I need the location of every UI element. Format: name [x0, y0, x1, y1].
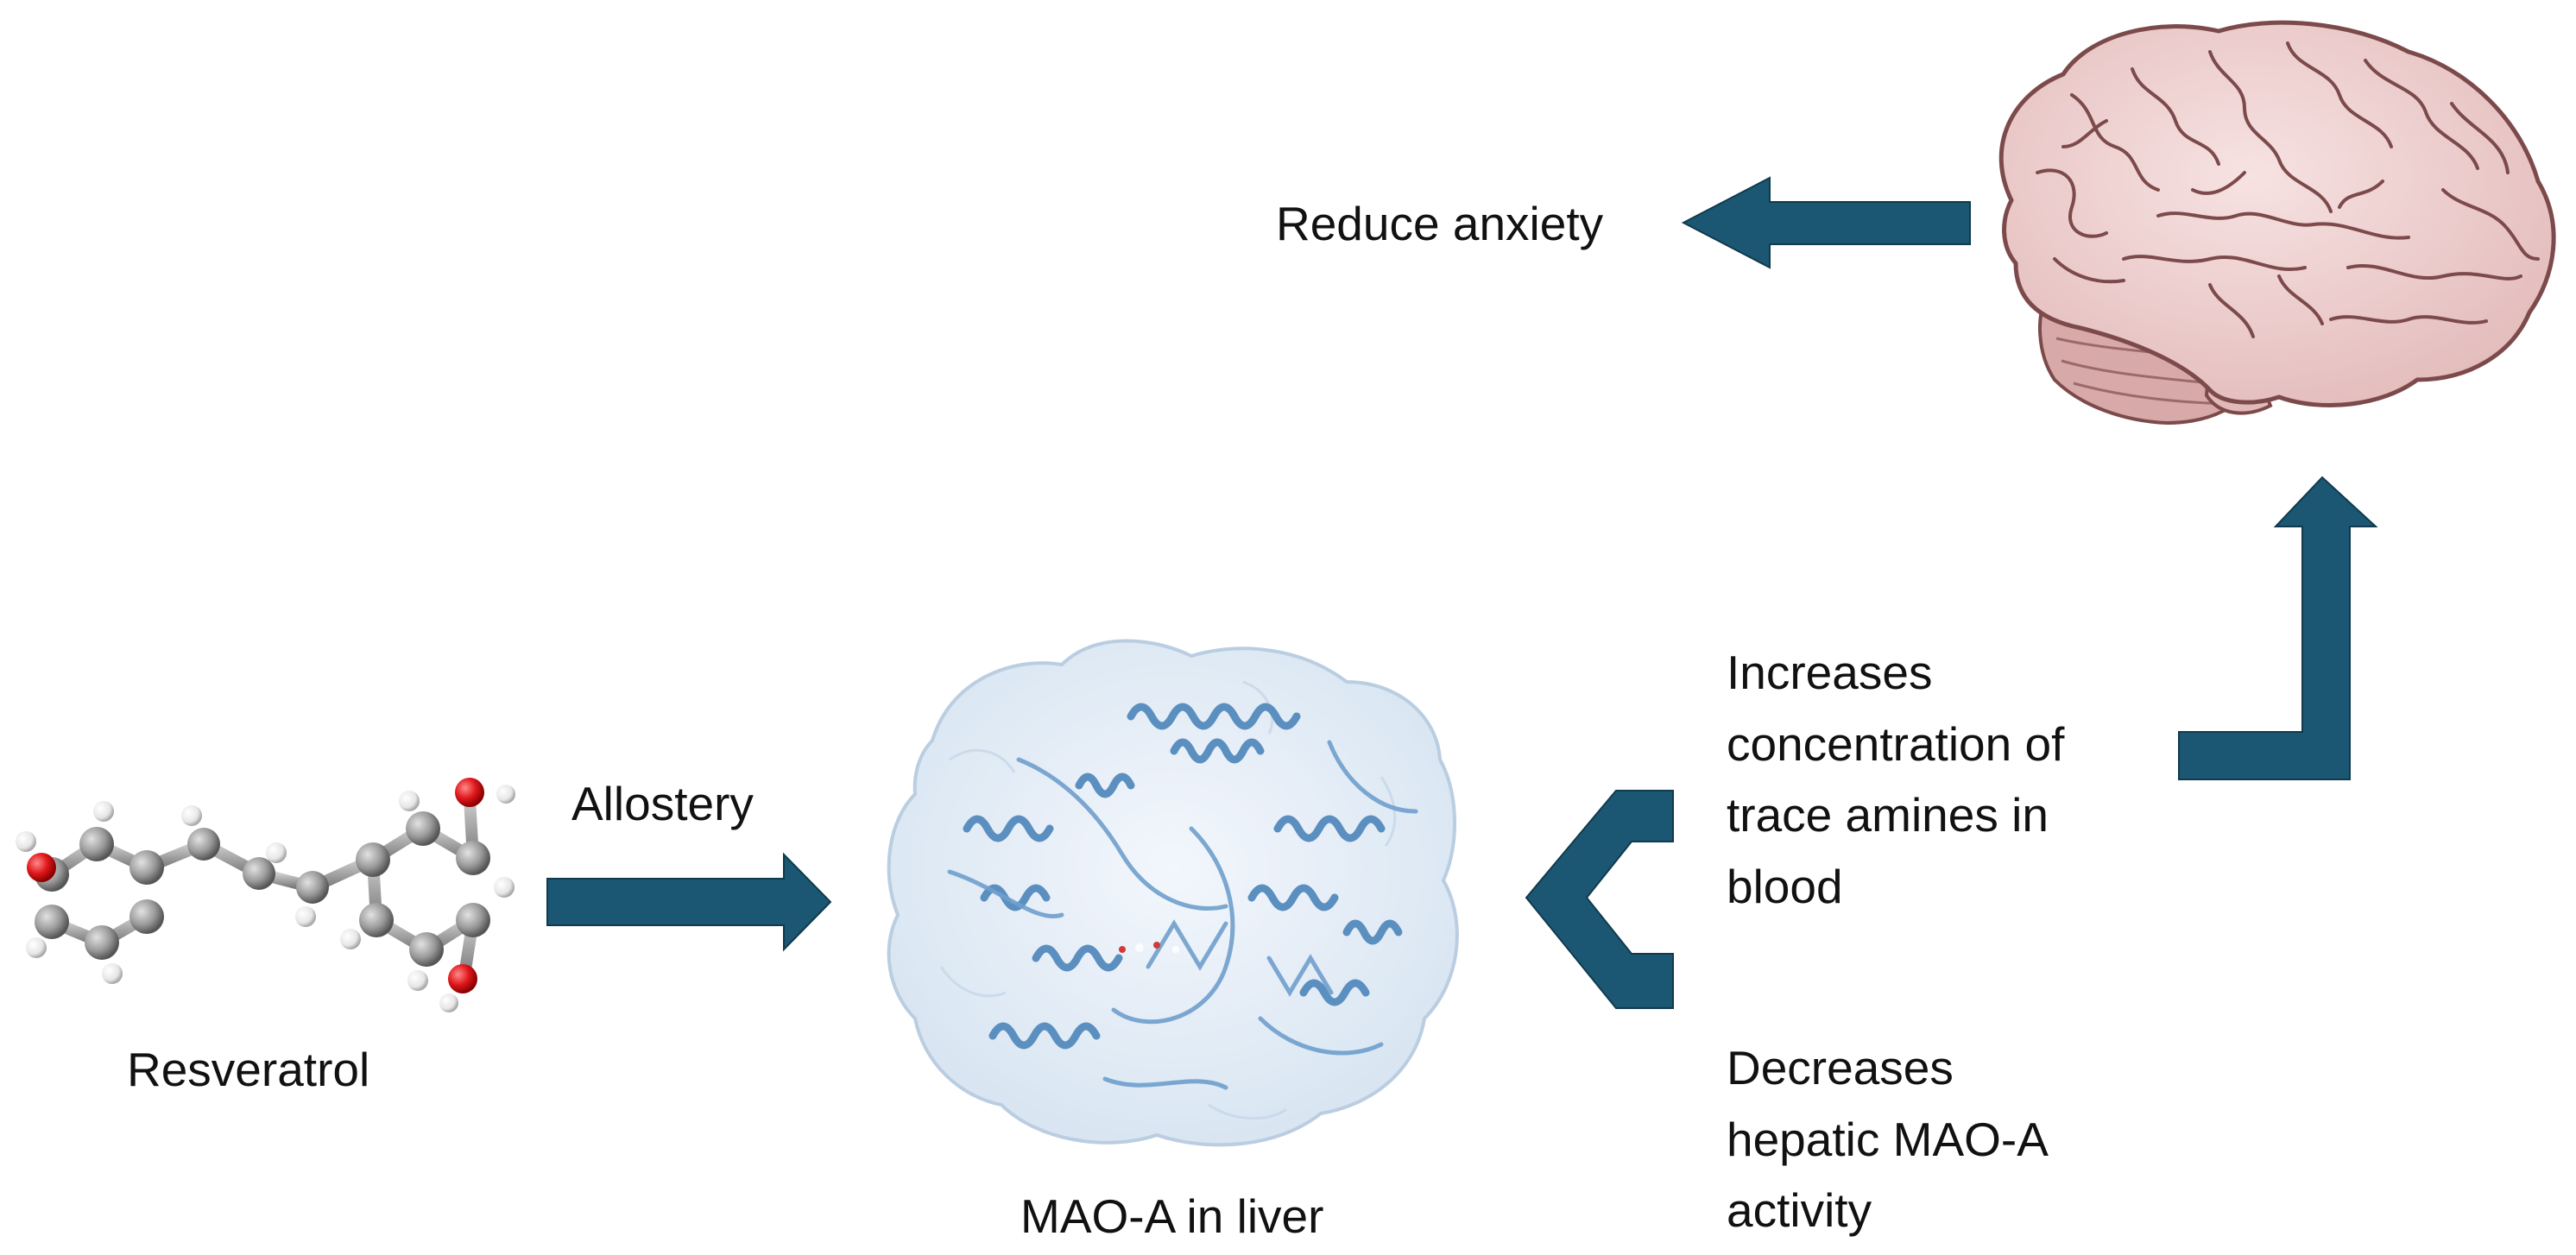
increases-trace-amines-label: Increases concentration of trace amines …: [1727, 637, 2064, 922]
brain-icon: [1998, 20, 2556, 426]
mao-a-liver-label: MAO-A in liver: [1020, 1189, 1324, 1243]
elbow-up-arrow: [2178, 476, 2378, 780]
reduce-anxiety-arrow: [1681, 176, 1971, 269]
increases-line-4: blood: [1727, 859, 1843, 913]
decreases-line-3: activity: [1727, 1183, 1872, 1237]
resveratrol-molecule-icon: [16, 778, 515, 1012]
reduce-anxiety-label: Reduce anxiety: [1276, 197, 1604, 250]
allostery-label: Allostery: [571, 777, 754, 830]
increases-line-2: concentration of: [1727, 716, 2065, 771]
feedback-chevron-arrow: [1525, 790, 1674, 1009]
allostery-arrow: [546, 852, 832, 952]
decreases-line-1: Decreases: [1727, 1041, 1954, 1094]
resveratrol-label: Resveratrol: [127, 1043, 370, 1096]
mao-a-protein-icon: [887, 639, 1459, 1147]
increases-line-1: Increases: [1727, 646, 1933, 699]
decreases-mao-a-activity-label: Decreases hepatic MAO-A activity: [1727, 1032, 2049, 1246]
decreases-line-2: hepatic MAO-A: [1727, 1112, 2049, 1166]
increases-line-3: trace amines in: [1727, 788, 2049, 842]
